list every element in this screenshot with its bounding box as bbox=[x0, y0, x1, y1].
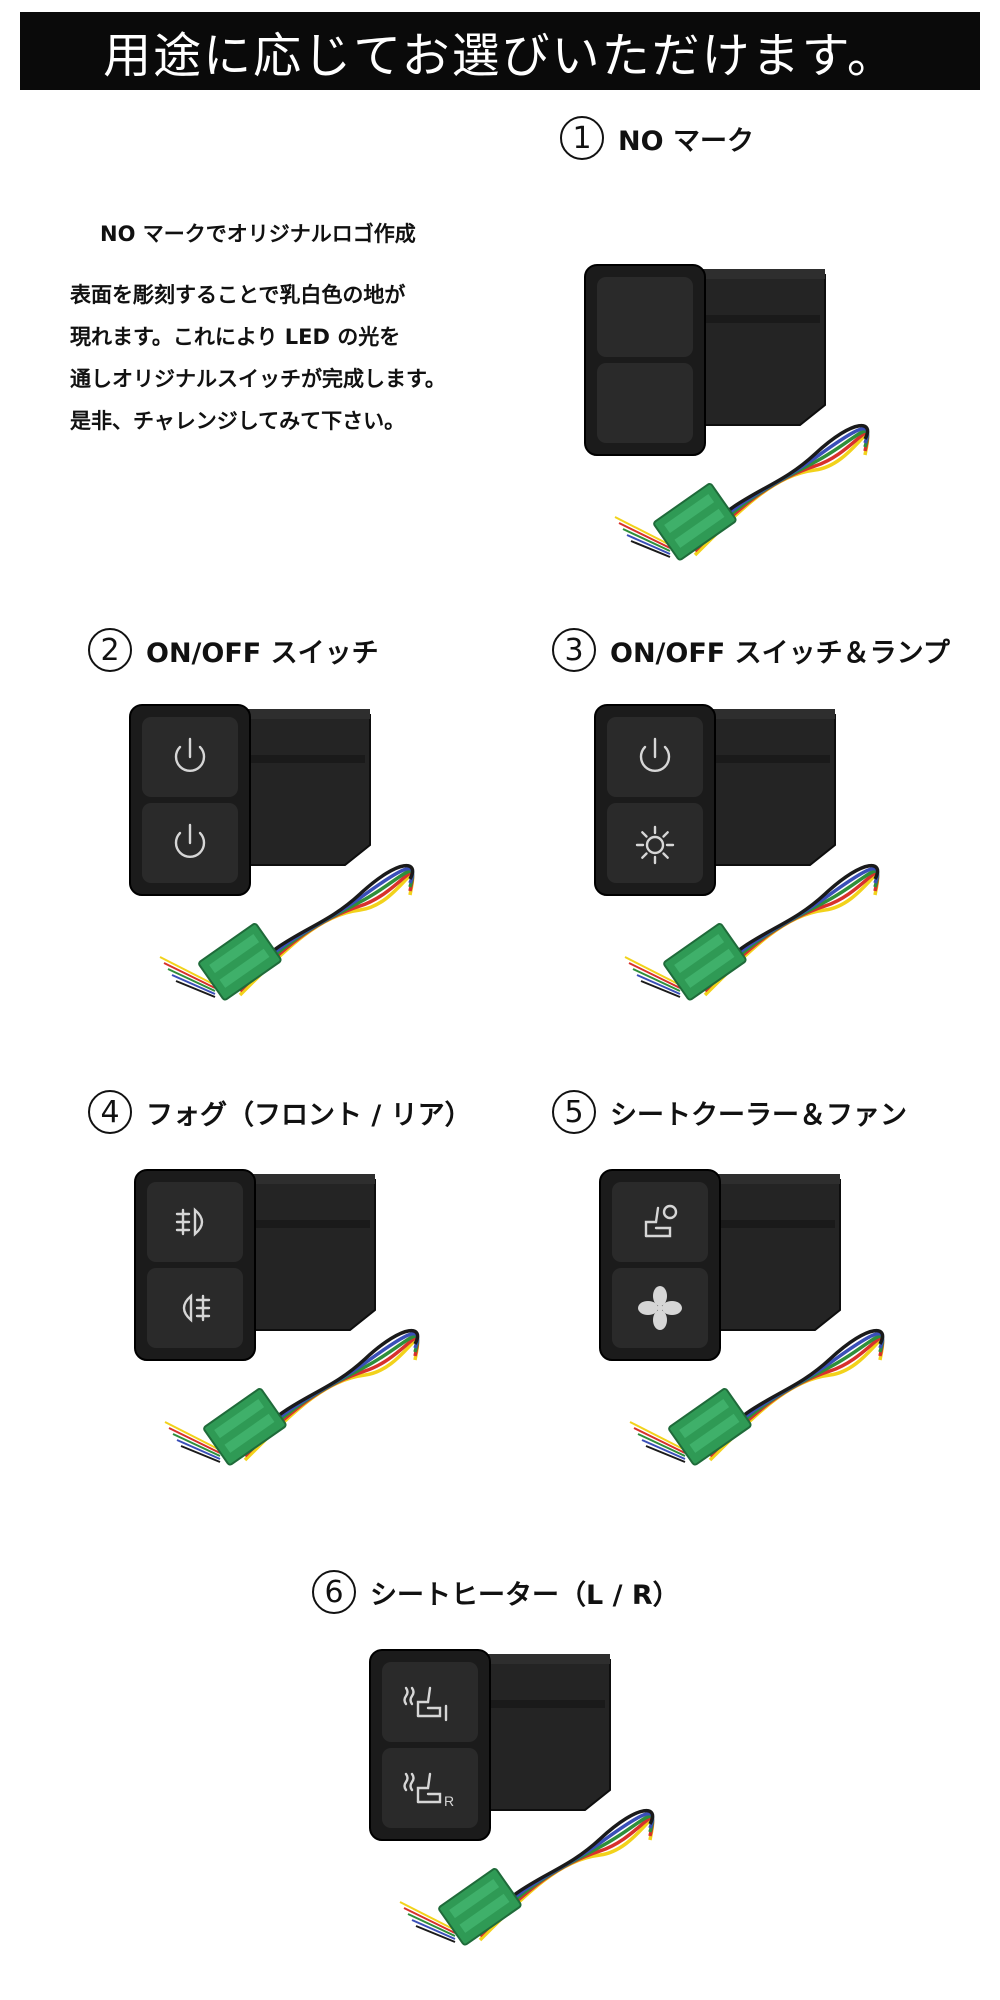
connector bbox=[653, 483, 737, 561]
switch-image bbox=[594, 704, 880, 1001]
product-photo-4 bbox=[125, 1160, 455, 1510]
lower-button bbox=[612, 1268, 708, 1348]
lower-button bbox=[607, 803, 703, 883]
option-5-title: 5 シートクーラー＆ファン bbox=[552, 1090, 907, 1134]
upper-button bbox=[607, 717, 703, 797]
description-line: 通しオリジナルスイッチが完成します。 bbox=[70, 367, 446, 391]
option-3-number: 3 bbox=[552, 628, 596, 672]
product-photo-5 bbox=[590, 1160, 920, 1510]
svg-text:R: R bbox=[444, 1793, 454, 1809]
lower-button: R bbox=[382, 1748, 478, 1828]
product-photo-2 bbox=[120, 695, 450, 1045]
product-photo-3 bbox=[585, 695, 915, 1045]
option-4-label: フォグ（フロント / リア） bbox=[146, 1099, 472, 1131]
product-photo-1 bbox=[575, 255, 905, 605]
option-1-title: 1 NO マーク bbox=[560, 116, 754, 160]
connector bbox=[198, 923, 282, 1001]
option-6-number: 6 bbox=[312, 1570, 356, 1614]
description-heading: NO マークでオリジナルロゴ作成 bbox=[100, 222, 416, 246]
description-line: 是非、チャレンジしてみて下さい。 bbox=[70, 409, 406, 433]
option-4-title: 4 フォグ（フロント / リア） bbox=[88, 1090, 472, 1134]
banner: 用途に応じてお選びいただけます。 bbox=[20, 12, 980, 90]
switch-image bbox=[129, 704, 415, 1001]
switch-image bbox=[599, 1169, 885, 1466]
switch-image: R bbox=[369, 1649, 655, 1946]
lower-button bbox=[142, 803, 238, 883]
option-6-label: シートヒーター（L / R） bbox=[370, 1579, 680, 1611]
option-5-number: 5 bbox=[552, 1090, 596, 1134]
switch-image bbox=[584, 264, 870, 561]
description-line: 現れます。これにより LED の光を bbox=[70, 325, 401, 349]
option-1-number: 1 bbox=[560, 116, 604, 160]
banner-title: 用途に応じてお選びいただけます。 bbox=[103, 28, 897, 84]
option-2-number: 2 bbox=[88, 628, 132, 672]
connector bbox=[663, 923, 747, 1001]
connector bbox=[668, 1388, 752, 1466]
connector bbox=[203, 1388, 287, 1466]
option-6-title: 6 シートヒーター（L / R） bbox=[312, 1570, 680, 1614]
upper-button bbox=[597, 277, 693, 357]
option-2-title: 2 ON/OFF スイッチ bbox=[88, 628, 379, 672]
option-1-label: NO マーク bbox=[618, 125, 754, 157]
upper-button bbox=[147, 1182, 243, 1262]
option-2-label: ON/OFF スイッチ bbox=[146, 637, 379, 669]
description-body: 表面を彫刻することで乳白色の地が 現れます。これにより LED の光を 通しオリ… bbox=[70, 274, 510, 442]
product-photo-6: R bbox=[360, 1640, 690, 1990]
upper-button bbox=[142, 717, 238, 797]
upper-button bbox=[382, 1662, 478, 1742]
upper-button bbox=[612, 1182, 708, 1262]
option-5-label: シートクーラー＆ファン bbox=[610, 1099, 907, 1131]
switch-image bbox=[134, 1169, 420, 1466]
option-3-label: ON/OFF スイッチ＆ランプ bbox=[610, 637, 950, 669]
option-4-number: 4 bbox=[88, 1090, 132, 1134]
option-3-title: 3 ON/OFF スイッチ＆ランプ bbox=[552, 628, 950, 672]
lower-button bbox=[597, 363, 693, 443]
description-line: 表面を彫刻することで乳白色の地が bbox=[70, 283, 406, 307]
connector bbox=[438, 1868, 522, 1946]
lower-button bbox=[147, 1268, 243, 1348]
